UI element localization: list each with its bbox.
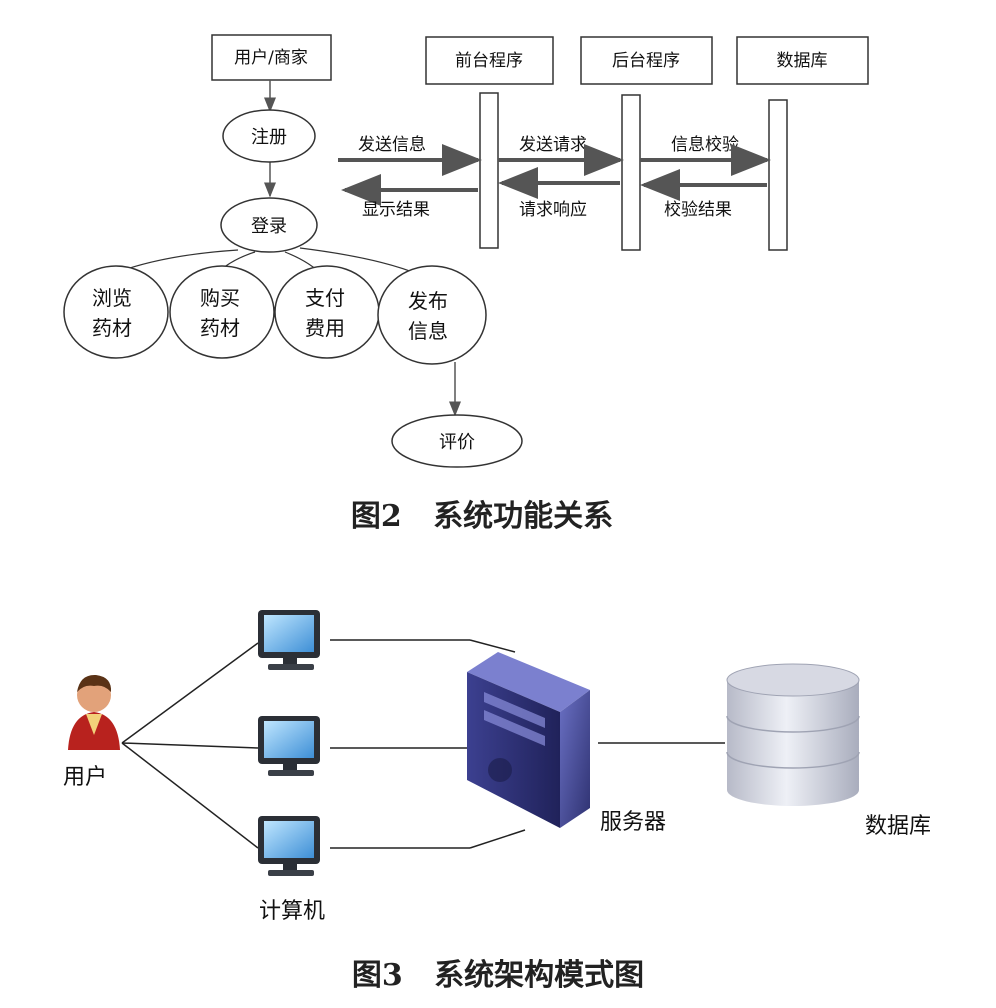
server-label: 服务器 <box>600 810 666 835</box>
computer-monitor-icon <box>258 716 320 776</box>
publish-label-1: 发布 <box>408 289 448 313</box>
review-label: 评价 <box>439 432 475 453</box>
lane-back-label: 后台程序 <box>612 51 680 71</box>
pay-fee-node: 支付 费用 <box>274 265 380 359</box>
send-info-label: 发送信息 <box>358 135 426 155</box>
publish-label-2: 信息 <box>408 319 448 343</box>
lane-front-header: 前台程序 <box>425 36 554 85</box>
review-node: 评价 <box>391 414 523 468</box>
database-label: 数据库 <box>865 814 931 839</box>
figure-2-function-relation: 用户/商家 前台程序 后台程序 数据库 注册 登录 <box>63 34 869 534</box>
database-cylinder-icon <box>726 663 860 806</box>
network-links <box>121 639 725 849</box>
pay-label-2: 费用 <box>305 316 345 340</box>
lane-db-label: 数据库 <box>777 51 828 71</box>
message-info-check: 信息校验 <box>640 135 771 176</box>
buy-label-1: 购买 <box>200 286 240 310</box>
figure-3-caption: 图3 系统架构模式图 <box>352 958 644 993</box>
message-request-response: 请求响应 <box>498 167 620 220</box>
user-label: 用户 <box>63 765 107 790</box>
pay-label-1: 支付 <box>305 286 345 310</box>
buy-label-2: 药材 <box>200 316 240 340</box>
browse-label-2: 药材 <box>92 316 132 340</box>
buy-herbs-node: 购买 药材 <box>169 265 275 359</box>
login-label: 登录 <box>251 216 287 237</box>
message-check-result: 校验结果 <box>640 169 767 220</box>
info-check-label: 信息校验 <box>671 135 739 155</box>
send-request-label: 发送请求 <box>519 135 587 155</box>
show-result-label: 显示结果 <box>362 200 430 220</box>
computer-label: 计算机 <box>259 899 325 924</box>
message-send-request: 发送请求 <box>498 135 624 176</box>
front-lifeline <box>479 92 499 249</box>
lane-db-header: 数据库 <box>736 36 869 85</box>
computer-monitor-icon <box>258 816 320 876</box>
login-node: 登录 <box>220 197 318 253</box>
user-person-icon <box>68 674 120 750</box>
actor-box: 用户/商家 <box>211 34 332 81</box>
message-send-info: 发送信息 <box>338 135 482 176</box>
message-show-result: 显示结果 <box>341 174 478 220</box>
back-lifeline <box>621 94 641 251</box>
publish-info-node: 发布 信息 <box>377 265 487 365</box>
lane-back-header: 后台程序 <box>580 36 713 85</box>
check-result-label: 校验结果 <box>664 200 732 220</box>
server-icon <box>467 652 590 828</box>
figure-3-architecture: 用户 计算机 服务器 <box>63 610 931 993</box>
computer-monitor-icon <box>258 610 320 670</box>
register-label: 注册 <box>251 127 287 148</box>
db-lifeline <box>768 99 788 251</box>
figure-2-caption: 图2 系统功能关系 <box>351 499 613 534</box>
request-response-label: 请求响应 <box>519 200 587 220</box>
actor-label: 用户/商家 <box>234 48 308 68</box>
browse-herbs-node: 浏览 药材 <box>63 265 169 359</box>
browse-label-1: 浏览 <box>92 286 132 310</box>
register-node: 注册 <box>222 109 316 163</box>
lane-front-label: 前台程序 <box>455 51 523 71</box>
